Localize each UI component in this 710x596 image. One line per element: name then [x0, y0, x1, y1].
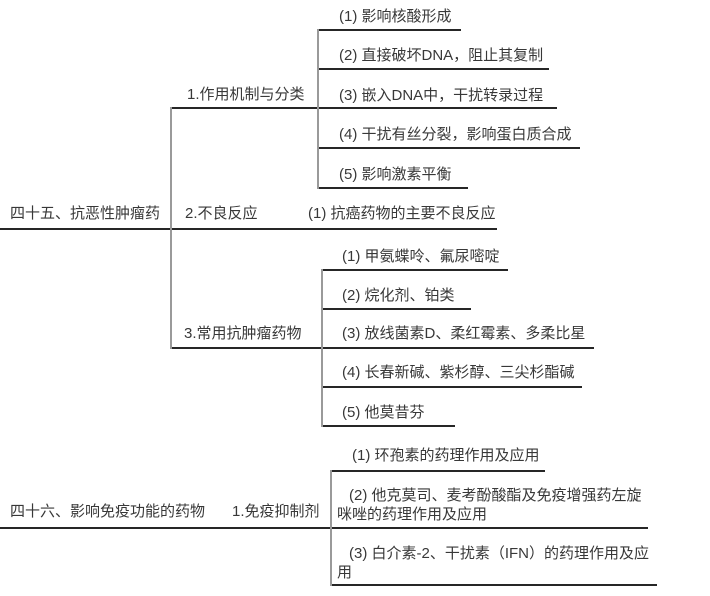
topic-node-45: 四十五、抗恶性肿瘤药	[10, 205, 161, 222]
leaf-46-1-3: (3) 白介素-2、干扰素（IFN）的药理作用及应用	[337, 545, 650, 581]
leaf-45-1-4: (4) 干扰有丝分裂，影响蛋白质合成	[339, 126, 572, 143]
connector-line	[0, 527, 648, 529]
leaf-45-1-3: (3) 嵌入DNA中，干扰转录过程	[339, 87, 544, 104]
connector-line	[318, 29, 461, 31]
leaf-45-3-4: (4) 长春新碱、紫杉醇、三尖杉酯碱	[342, 364, 575, 381]
connector-line	[330, 470, 332, 586]
leaf-45-3-5: (5) 他莫昔芬	[342, 404, 425, 421]
connector-line	[170, 107, 557, 109]
connector-line	[318, 147, 580, 149]
leaf-45-1-2: (2) 直接破坏DNA，阻止其复制	[339, 47, 544, 64]
connector-line	[318, 187, 468, 189]
connector-line	[321, 269, 323, 427]
leaf-46-1-1: (1) 环孢素的药理作用及应用	[352, 447, 540, 464]
branch-46-immunosuppressant: 1.免疫抑制剂	[232, 503, 320, 520]
branch-45-drugs: 3.常用抗肿瘤药物	[184, 325, 302, 342]
leaf-45-3-3: (3) 放线菌素D、柔红霉素、多柔比星	[342, 325, 586, 342]
branch-45-mechanism: 1.作用机制与分类	[187, 86, 305, 103]
connector-line	[331, 584, 657, 586]
connector-line	[322, 269, 508, 271]
leaf-46-1-2: (2) 他克莫司、麦考酚酸酯及免疫增强药左旋咪唑的药理作用及应用	[337, 487, 642, 523]
leaf-45-2-1: (1) 抗癌药物的主要不良反应	[308, 205, 496, 222]
connector-line	[317, 29, 319, 189]
connector-line	[322, 425, 455, 427]
connector-line	[170, 347, 594, 349]
connector-line	[331, 470, 545, 472]
leaf-45-3-2: (2) 烷化剂、铂类	[342, 287, 455, 304]
leaf-45-1-1: (1) 影响核酸形成	[339, 8, 452, 25]
leaf-45-1-5: (5) 影响激素平衡	[339, 166, 452, 183]
connector-line	[0, 228, 497, 230]
branch-45-adverse: 2.不良反应	[185, 205, 258, 222]
connector-line	[318, 68, 549, 70]
connector-line	[322, 386, 582, 388]
connector-line	[322, 308, 471, 310]
topic-node-46: 四十六、影响免疫功能的药物	[10, 503, 206, 520]
leaf-45-3-1: (1) 甲氨蝶呤、氟尿嘧啶	[342, 248, 500, 265]
connector-line	[170, 107, 172, 349]
